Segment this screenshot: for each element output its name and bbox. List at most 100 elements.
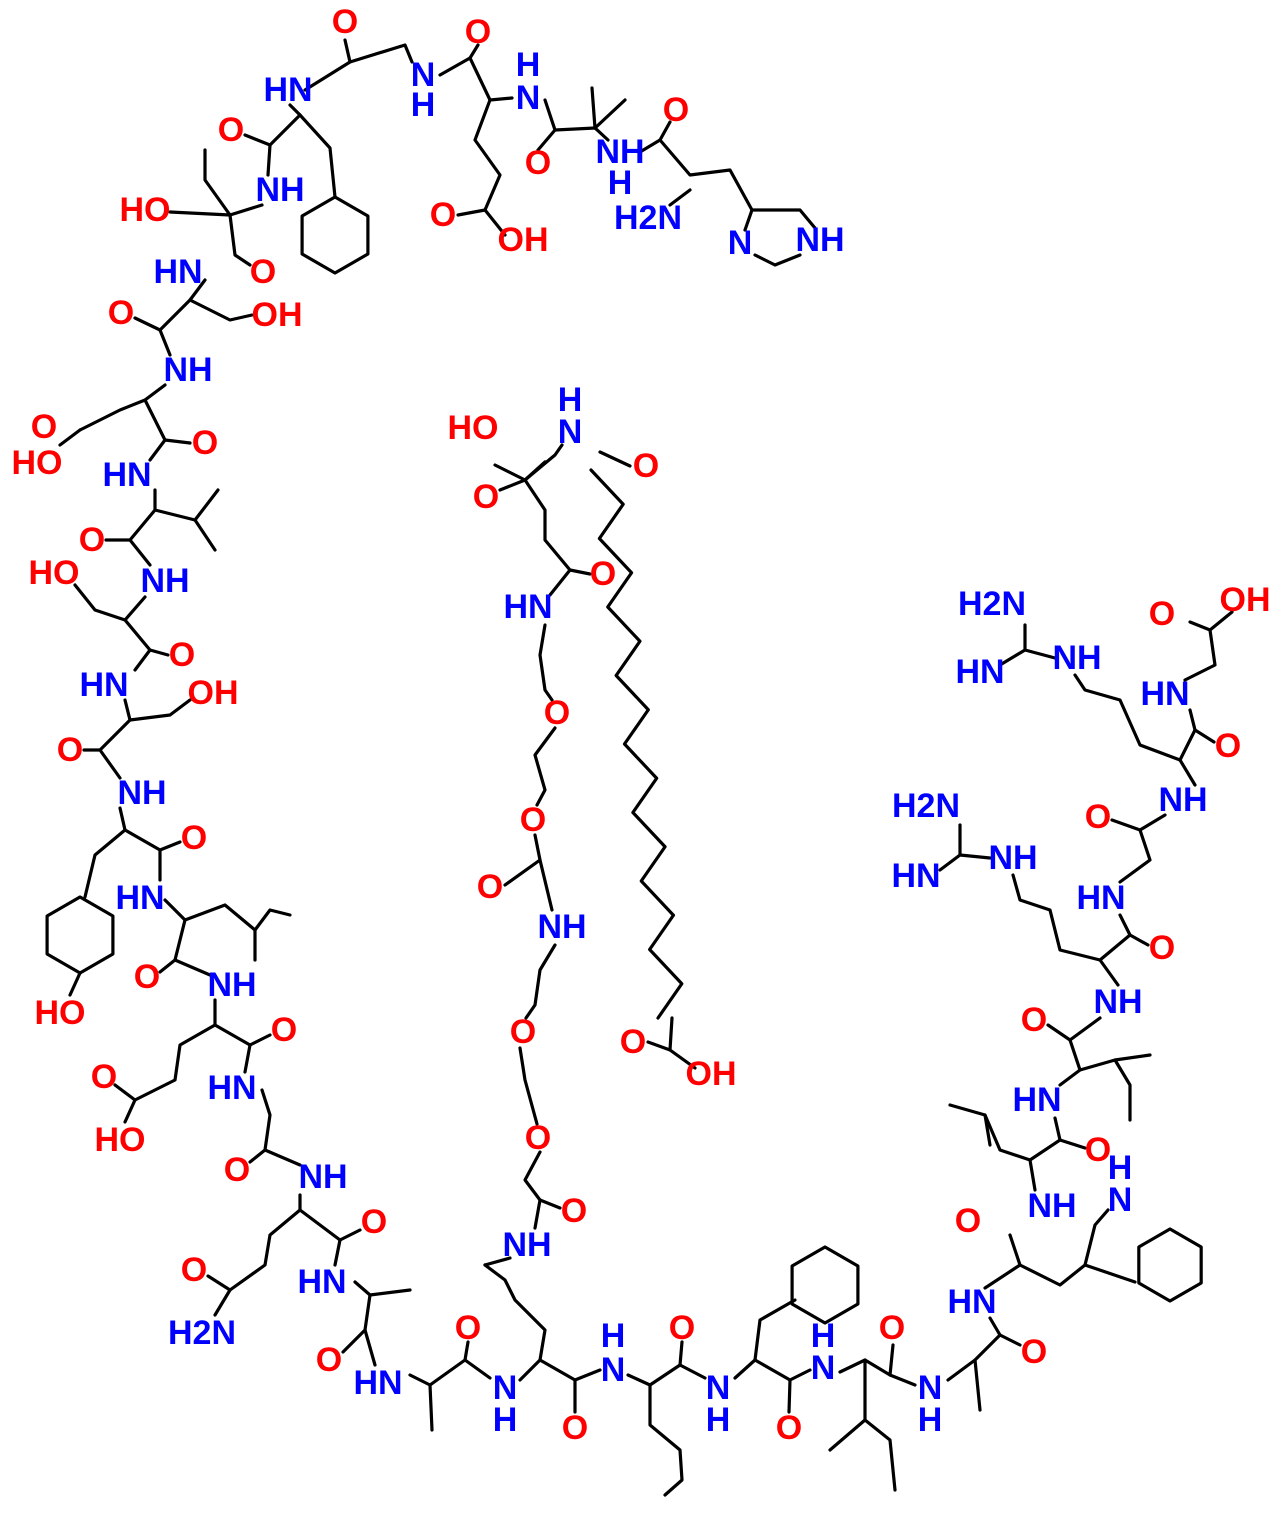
bond [498,460,547,492]
atom-label-o: O [455,1309,481,1347]
atom-label-o: OH [686,1055,737,1093]
bond [123,1098,137,1124]
atom-label-o: O [332,3,358,41]
atom-label-n: NH [163,351,212,389]
bond [1188,708,1197,732]
bond [946,1358,982,1412]
atom-label-o: O [192,424,218,462]
bond [743,208,754,232]
bond [98,748,122,780]
bond [548,568,572,597]
atom-label-n: HN [153,253,202,291]
bond [303,43,414,92]
atom-label-o: O [776,1409,802,1447]
bond [483,1256,512,1267]
bond [1046,1023,1082,1087]
bond [523,478,592,576]
bond [973,1333,1022,1362]
bond [73,583,127,622]
atom-label-n: HN [79,666,128,704]
atom-label-o: O [1149,929,1175,967]
atom-label-n: NH [795,221,844,259]
atom-label-n: NH [1093,983,1142,1021]
atom-label-n: HN [207,1069,256,1107]
bond [518,1358,577,1414]
atom-label-o: OH [252,296,303,334]
atom-label-n: H [493,1401,518,1439]
atom-label-o: O [31,408,57,446]
atom-label-n: N [493,1369,518,1407]
atom-label-o: HO [35,994,86,1032]
bond [668,188,692,207]
bond [1208,610,1234,632]
atom-label-n: HN [102,456,151,494]
atom-label-o: HO [120,191,171,229]
atom-label-o: O [1085,798,1111,836]
atom-label-n: N [728,224,753,262]
bond [128,698,192,722]
atom-label-n: N [601,1351,626,1389]
bond [228,213,252,267]
bond [483,208,507,237]
atom-label-n: HN [947,1283,996,1321]
bond [143,383,192,445]
atom-label-o: O [525,1119,551,1157]
atom-label-o: O [250,253,276,291]
atom-label-o: OH [498,221,549,259]
bond [1023,648,1057,660]
atom-label-n: NH [502,1226,551,1264]
atom-label-n: HN [1140,675,1189,713]
atom-label-n: N [918,1369,943,1407]
bond [1183,620,1217,682]
atom-label-n: NH [298,1158,347,1196]
atom-label-o: O [169,636,195,674]
bond [118,806,182,852]
bond [678,1363,707,1380]
bond [263,1148,302,1167]
bond [1078,1058,1132,1122]
bonds [45,38,1234,1497]
bond [363,1328,377,1367]
atom-label-n: H [918,1401,943,1439]
atom-label-o: O [134,958,160,996]
bond [1118,913,1132,937]
atom-label-o: O [1215,727,1241,765]
bond [948,1103,1032,1162]
atom-label-n: H2N [168,1314,236,1352]
atom-label-n: N [1108,1181,1133,1219]
bond [983,1113,992,1147]
bond [533,726,557,807]
atom-label-n: NH [117,774,166,812]
bond [626,1340,684,1387]
atom-label-n: N [558,413,583,451]
bond [353,1280,412,1297]
atom-label-o: O [510,1013,536,1051]
bond [1110,818,1152,884]
bond [104,488,157,542]
aromatic-ring [45,895,115,975]
bond [1053,1116,1062,1142]
atom-label-o: O [620,1023,646,1061]
atom-label-n: HN [503,588,552,626]
bond [456,98,502,217]
bond [523,1150,562,1210]
bond [213,998,272,1047]
atom-label-o: O [181,1251,207,1289]
bond [1083,1208,1110,1267]
atom-label-o: O [79,521,105,559]
bond [518,1046,539,1126]
atom-label-n: N [811,1349,836,1387]
atom-label-n: NH [1158,781,1207,819]
atom-label-n: H [1108,1149,1133,1187]
atom-label-n: H2N [614,199,682,237]
bond [593,98,627,130]
bond [78,398,147,432]
atom-label-n: NH [207,966,256,1004]
bond [753,1298,797,1362]
atom-label-o: O [271,1011,297,1049]
bond [193,518,217,552]
atom-label-n: HN [955,653,1004,691]
bond [988,1316,1002,1337]
bond [538,858,554,912]
